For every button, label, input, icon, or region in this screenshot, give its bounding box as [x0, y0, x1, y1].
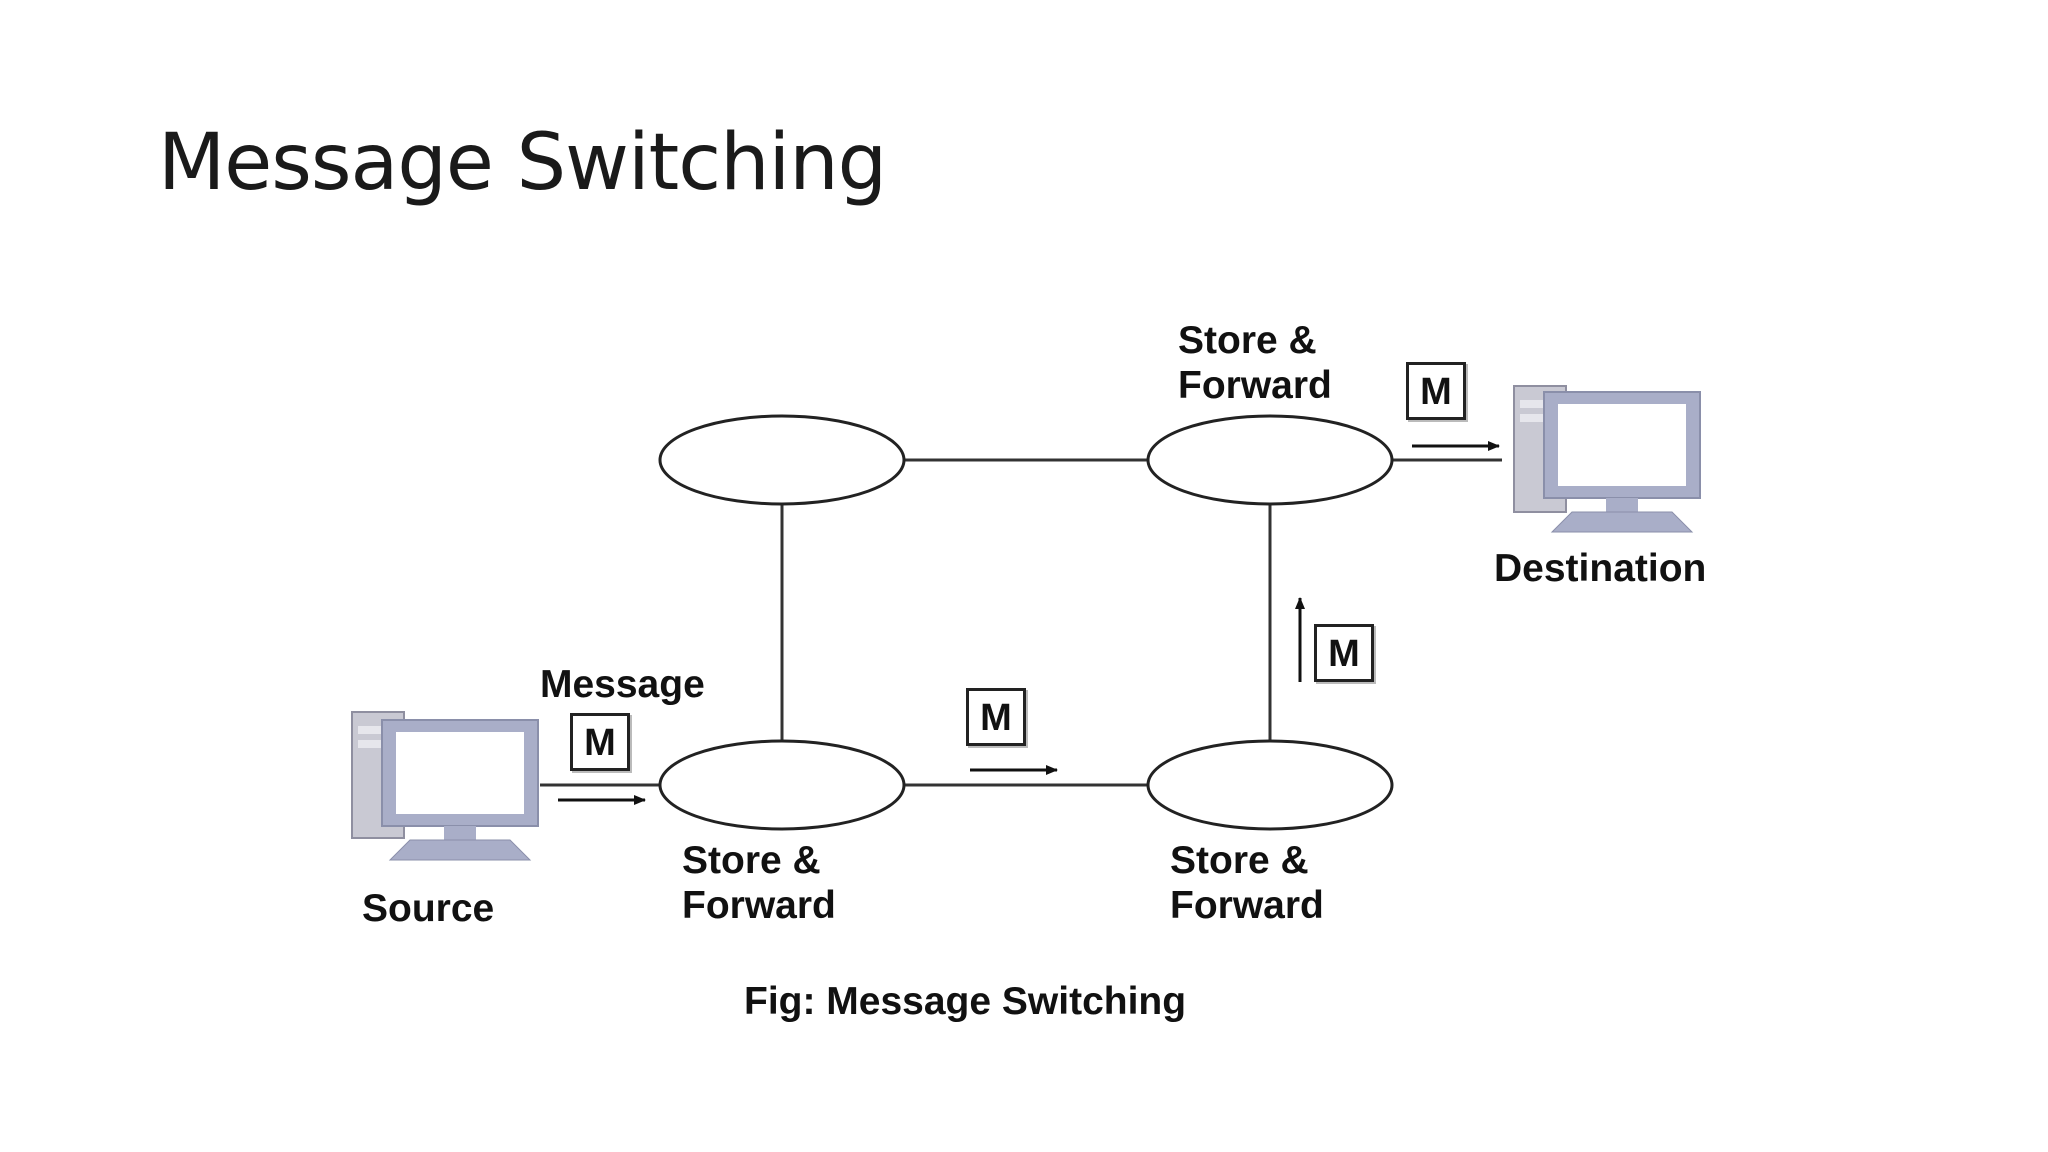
node-top-left — [658, 414, 906, 506]
message-label: Message — [540, 663, 705, 706]
node-bottom-left-label: Store & Forward — [682, 838, 836, 928]
nodes — [658, 414, 1394, 831]
node-bottom-right-label: Store & Forward — [1170, 838, 1324, 928]
source-label: Source — [362, 887, 495, 930]
message-box-source: M — [570, 713, 630, 771]
node-label-line2: Forward — [1170, 884, 1324, 927]
network-links — [540, 458, 1502, 787]
node-top-right-label: Store & Forward — [1178, 318, 1332, 408]
node-label-line2: Forward — [1178, 364, 1332, 407]
node-top-right — [1146, 414, 1394, 506]
node-label-line1: Store & — [682, 839, 821, 882]
slide-title: Message Switching — [158, 118, 887, 208]
message-box-bottom-link: M — [966, 688, 1026, 746]
destination-computer-icon — [1513, 385, 1701, 533]
node-label-line1: Store & — [1178, 319, 1317, 362]
figure-caption: Fig: Message Switching — [744, 980, 1187, 1023]
source-computer-icon — [351, 711, 539, 861]
node-label-line1: Store & — [1170, 839, 1309, 882]
message-arrows — [558, 441, 1500, 805]
message-box-right-link: M — [1314, 624, 1374, 682]
destination-label: Destination — [1494, 547, 1707, 590]
message-box-destination: M — [1406, 362, 1466, 420]
node-bottom-right — [1146, 739, 1394, 831]
node-bottom-left — [658, 739, 906, 831]
node-label-line2: Forward — [682, 884, 836, 927]
